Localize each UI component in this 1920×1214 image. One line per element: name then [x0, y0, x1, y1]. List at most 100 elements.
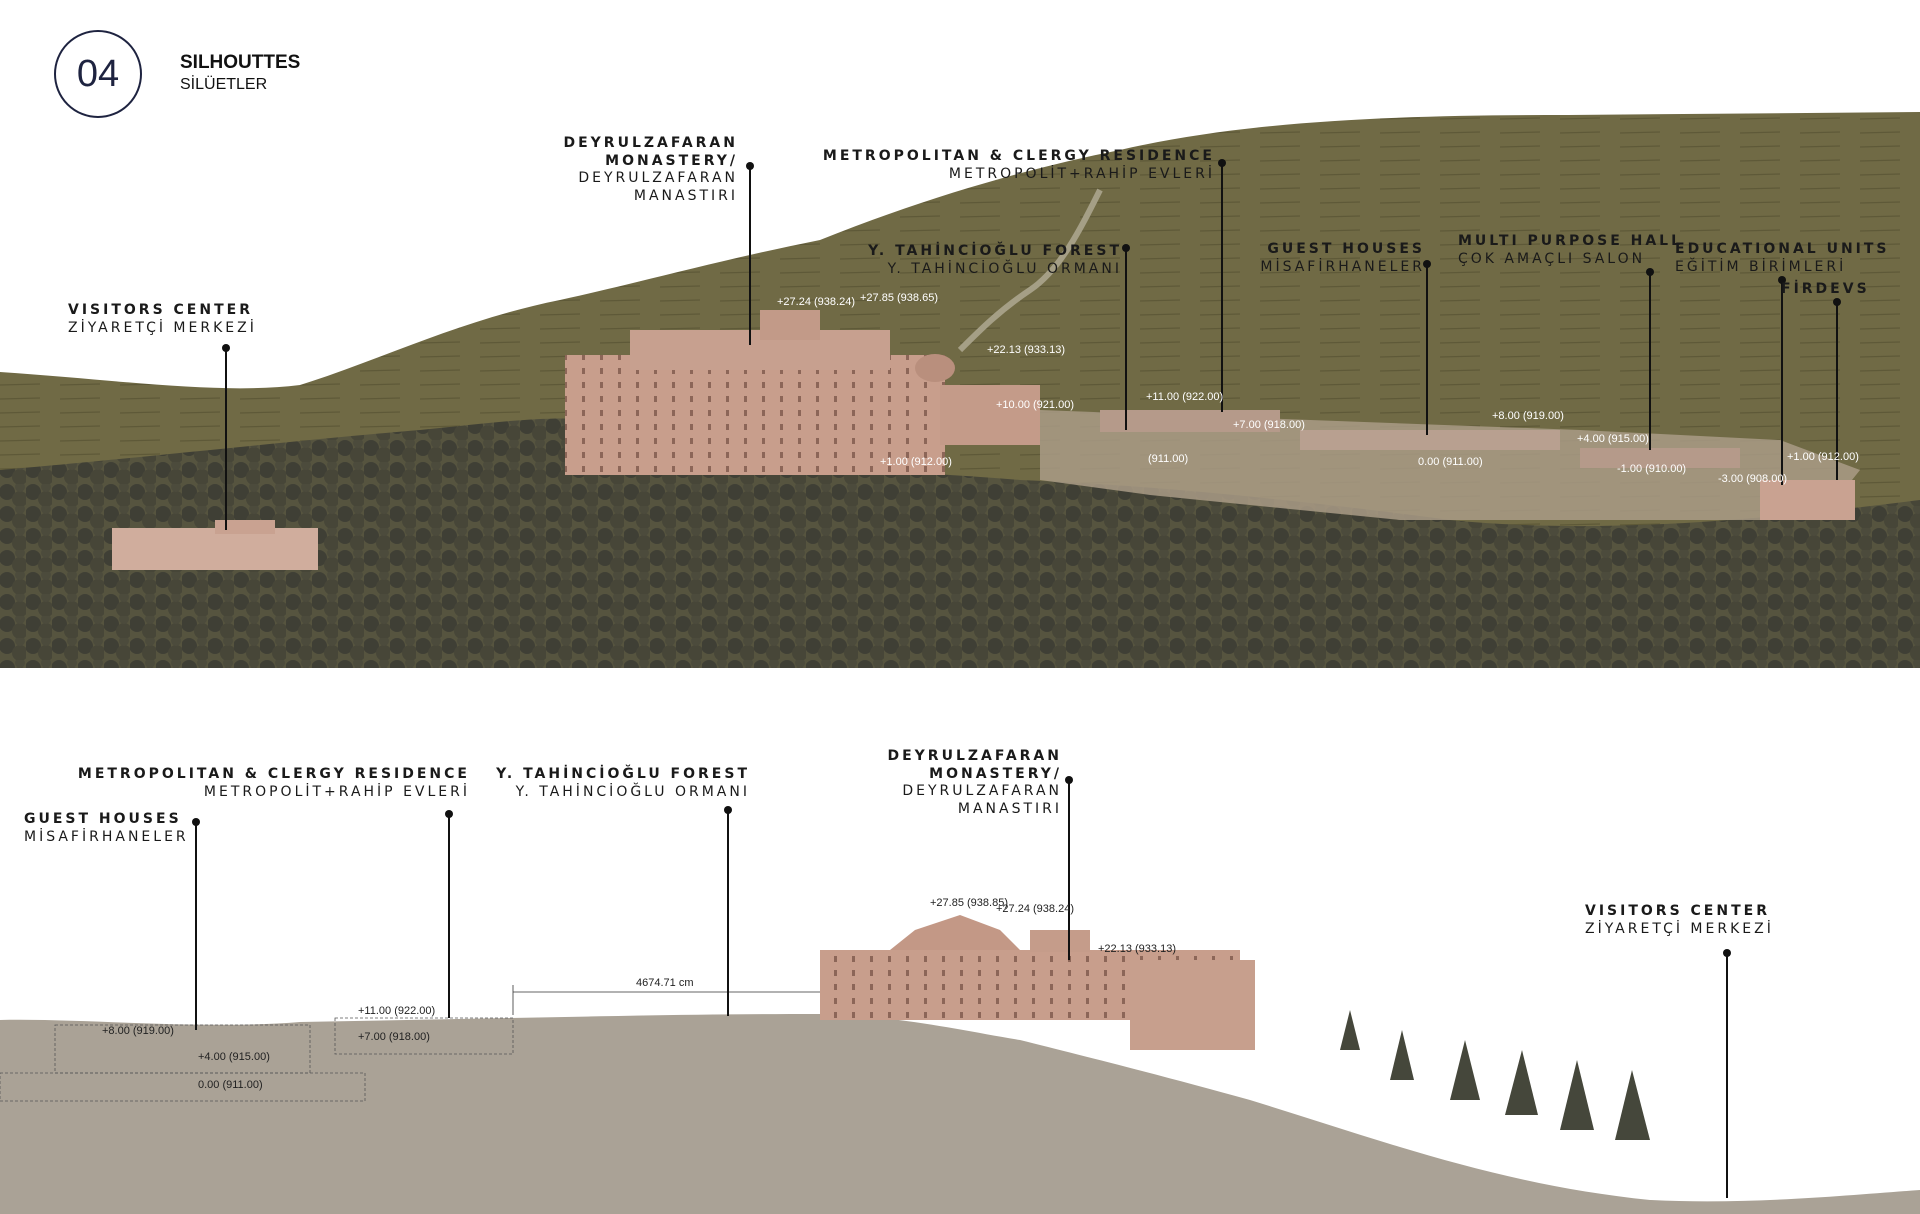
visitors-center-annex — [215, 520, 275, 534]
leader-dot — [1646, 268, 1654, 276]
elevation-label: +8.00 (919.00) — [102, 1025, 174, 1037]
dirt-road — [957, 188, 1103, 353]
elevation-label: +4.00 (915.00) — [198, 1051, 270, 1063]
elevation-label: +7.00 (918.00) — [1233, 419, 1305, 431]
leader-dot — [746, 162, 754, 170]
pine-tree — [1560, 1060, 1594, 1130]
label-tr: ÇOK AMAÇLI SALON — [1458, 250, 1646, 267]
elevation-label: +27.24 (938.24) — [996, 903, 1074, 915]
title-turkish: SİLÜETLER — [180, 76, 268, 93]
label-visitors-center-2: VISITORS CENTER ZİYARETÇİ MERKEZİ — [1585, 903, 1774, 938]
pine-tree — [1340, 1010, 1360, 1050]
label-tr: Y. TAHİNCİOĞLU ORMANI — [887, 260, 1122, 277]
leader-dot — [1065, 776, 1073, 784]
elevation-label: -3.00 (908.00) — [1718, 473, 1787, 485]
leader-dot — [445, 810, 453, 818]
label-tr: MİSAFİRHANELER — [24, 828, 189, 845]
label-tr: DEYRULZAFARAN MANASTIRI — [578, 170, 738, 204]
label-en: GUEST HOUSES — [1267, 241, 1425, 257]
label-visitors-center: VISITORS CENTER ZİYARETÇİ MERKEZİ — [68, 302, 257, 337]
metropolitan-residence — [1100, 410, 1280, 432]
label-tr: ZİYARETÇİ MERKEZİ — [1585, 920, 1774, 937]
elevation-label: 0.00 (911.00) — [198, 1079, 263, 1091]
leader-dot — [1778, 276, 1786, 284]
label-en: VISITORS CENTER — [68, 302, 253, 318]
bottom-section — [0, 915, 1920, 1214]
leader-dot — [1723, 949, 1731, 957]
elevation-label: +27.85 (938.85) — [930, 897, 1008, 909]
section-number: 04 — [76, 52, 120, 95]
monastery-dome — [915, 354, 955, 382]
leader-dot — [222, 344, 230, 352]
leader-lines — [195, 163, 1838, 1198]
elevation-label: 0.00 (911.00) — [1418, 456, 1483, 468]
elevation-label: +7.00 (918.00) — [358, 1031, 430, 1043]
label-metropolitan: METROPOLITAN & CLERGY RESIDENCE METROPOL… — [820, 148, 1215, 183]
pine-tree — [1450, 1040, 1480, 1100]
leader-dot — [1423, 260, 1431, 268]
bottom-elevation-labels: +8.00 (919.00) +4.00 (915.00) 0.00 (911.… — [102, 897, 1176, 1091]
elevation-label: +11.00 (922.00) — [1146, 391, 1223, 403]
label-tr: METROPOLİT+RAHİP EVLERİ — [203, 783, 470, 800]
label-tr: EĞİTİM BİRİMLERİ — [1675, 258, 1847, 275]
label-en: Y. TAHİNCİOĞLU FOREST — [868, 243, 1122, 259]
monastery-base — [565, 355, 945, 475]
label-educational-units: EDUCATIONAL UNITS EĞİTİM BİRİMLERİ — [1675, 241, 1890, 276]
elevation-label: +4.00 (915.00) — [1577, 433, 1649, 445]
pine-tree — [1505, 1050, 1538, 1115]
leader-dot — [1218, 159, 1226, 167]
elevation-label: +27.85 (938.65) — [860, 292, 938, 304]
monastery-elevation-dome-base — [1030, 930, 1090, 952]
pine-tree — [1615, 1070, 1650, 1140]
elevation-label: +11.00 (922.00) — [358, 1005, 435, 1017]
label-en: DEYRULZAFARAN MONASTERY/ — [563, 135, 738, 169]
ground-profile — [0, 1014, 1920, 1214]
leader-dot — [192, 818, 200, 826]
elevation-label: +22.13 (933.13) — [987, 344, 1065, 356]
monastery-complex — [565, 310, 1040, 475]
label-multi-purpose-hall: MULTI PURPOSE HALL ÇOK AMAÇLI SALON — [1458, 233, 1683, 268]
pine-tree — [1390, 1030, 1414, 1080]
label-forest: Y. TAHİNCİOĞLU FOREST Y. TAHİNCİOĞLU ORM… — [860, 243, 1122, 278]
dashed-building-outlines — [0, 1017, 514, 1102]
elevation-label: +10.00 (921.00) — [996, 399, 1074, 411]
elevation-label: (911.00) — [1148, 453, 1188, 465]
top-elevation-labels: +27.24 (938.24) +27.85 (938.65) +22.13 (… — [777, 292, 1859, 485]
label-en: Y. TAHİNCİOĞLU FOREST — [496, 766, 750, 782]
label-en: EDUCATIONAL UNITS — [1675, 241, 1890, 257]
leader-dot — [724, 806, 732, 814]
visitors-center-building — [112, 528, 318, 570]
top-perspective — [0, 112, 1920, 668]
hall-block — [1580, 448, 1740, 468]
terrace-structures — [1040, 410, 1860, 520]
firdevs-block — [1760, 480, 1855, 520]
outline-metro — [334, 1017, 514, 1055]
label-guest-houses-2: GUEST HOUSES MİSAFİRHANELER — [24, 811, 189, 846]
elevation-label: +1.00 (912.00) — [1787, 451, 1859, 463]
label-monastery-2: DEYRULZAFARAN MONASTERY/ DEYRULZAFARAN M… — [880, 748, 1062, 818]
title-english: SILHOUTTES — [180, 52, 301, 73]
label-firdevs: FİRDEVS — [1781, 281, 1870, 299]
leader-dots — [192, 159, 1841, 957]
label-tr: MİSAFİRHANELER — [1260, 258, 1425, 275]
dimension-label: 4674.71 cm — [636, 977, 693, 989]
section-number-badge: 04 — [54, 30, 142, 118]
monastery-elevation-roof — [890, 915, 1020, 950]
label-en: MULTI PURPOSE HALL — [1458, 233, 1684, 249]
monastery-tower — [760, 310, 820, 340]
elevation-label: +22.13 (933.13) — [1098, 943, 1176, 955]
tree-cover — [0, 418, 1920, 668]
elevation-label: +8.00 (919.00) — [1492, 410, 1564, 422]
guest-houses-block — [1300, 430, 1560, 450]
label-tr: METROPOLİT+RAHİP EVLERİ — [948, 165, 1215, 182]
label-en: DEYRULZAFARAN MONASTERY/ — [887, 748, 1062, 782]
elevation-label: -1.00 (910.00) — [1617, 463, 1686, 475]
elevation-label: +1.00 (912.00) — [880, 456, 952, 468]
label-tr: DEYRULZAFARAN MANASTIRI — [902, 783, 1062, 817]
elevation-label: +27.24 (938.24) — [777, 296, 855, 308]
pine-trees — [1340, 1010, 1650, 1140]
leader-dot — [1833, 298, 1841, 306]
label-en: FİRDEVS — [1781, 281, 1870, 297]
section-title: SILHOUTTES SİLÜETLER — [180, 52, 300, 94]
